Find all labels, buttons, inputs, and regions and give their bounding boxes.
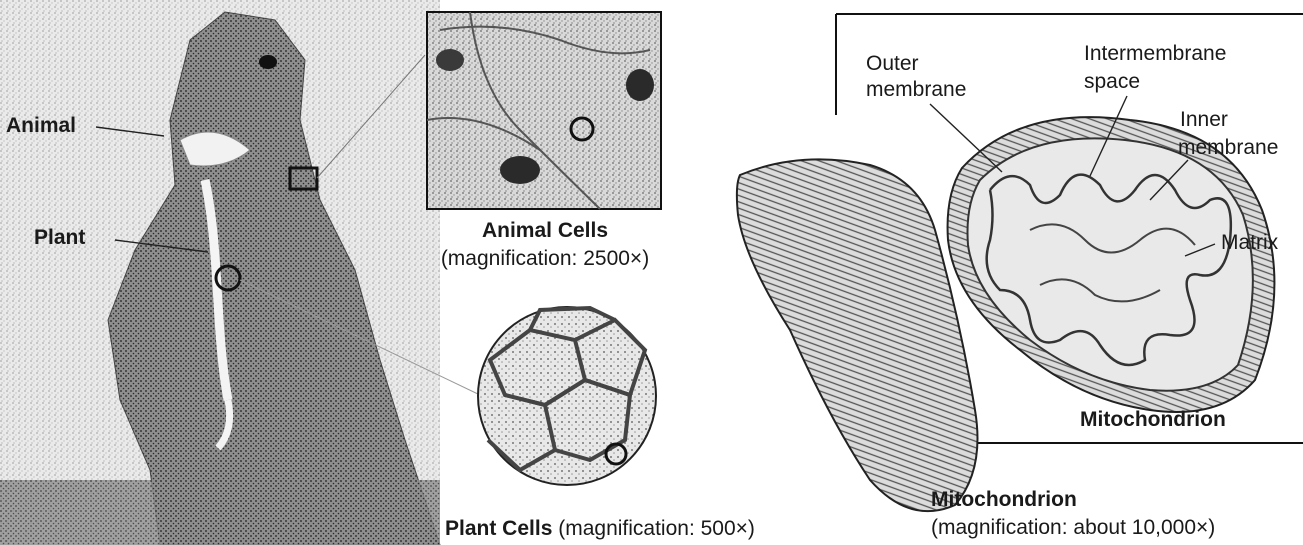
animal-cells-title: Animal Cells [427, 219, 663, 243]
plant-cells-caption: Plant Cells (magnification: 500×) [445, 517, 755, 541]
mitochondrion-cutaway [948, 117, 1275, 412]
label-matrix: Matrix [1221, 231, 1278, 255]
mitochondrion-caption-title: Mitochondrion [931, 488, 1077, 512]
plant-cells-title: Plant Cells [445, 517, 552, 540]
label-intermembrane-line2: space [1084, 70, 1140, 94]
animal-cells-micrograph [427, 12, 661, 209]
animal-cells-magnification: (magnification: 2500×) [410, 247, 680, 271]
mitochondrion-exterior [737, 159, 978, 511]
label-inner-membrane-line2: membrane [1178, 136, 1278, 160]
plant-cells-micrograph [478, 307, 656, 485]
plant-cells-magnification: (magnification: 500×) [558, 517, 755, 540]
mitochondrion-caption-magnification: (magnification: about 10,000×) [931, 516, 1215, 540]
label-plant: Plant [34, 226, 85, 250]
label-inner-membrane-line1: Inner [1180, 108, 1228, 132]
squirrel-photo [0, 0, 440, 545]
label-animal: Animal [6, 114, 76, 138]
mitochondrion-diagram-title: Mitochondrion [1080, 408, 1226, 432]
label-outer-membrane-line2: membrane [866, 78, 966, 102]
label-intermembrane-line1: Intermembrane [1084, 42, 1226, 66]
label-outer-membrane-line1: Outer [866, 52, 919, 76]
leader-outer-membrane [930, 104, 1002, 172]
